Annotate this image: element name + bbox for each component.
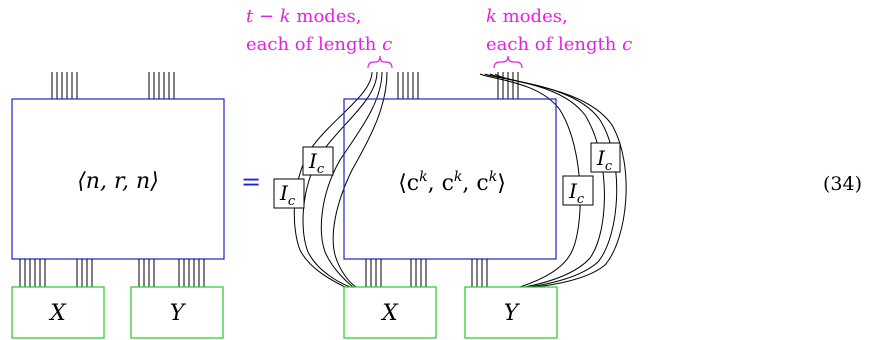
equals-sign: = — [241, 168, 261, 196]
right-tensor-label: ⟨ck, ck, ck⟩ — [398, 169, 506, 196]
right-top-wires — [397, 72, 519, 99]
right-y-label: Y — [504, 301, 521, 326]
left-annotation-line1: t − k modes, — [246, 6, 361, 27]
left-x-box — [11, 286, 105, 339]
right-annotation-line2: each of length c — [486, 34, 632, 55]
identity-label-left-lower: Ic — [279, 181, 296, 209]
identity-box-left-upper — [302, 146, 334, 176]
left-x-label: X — [48, 301, 67, 326]
equation-number: (34) — [823, 173, 862, 195]
left-y-box — [130, 286, 224, 339]
left-loop-wires — [293, 71, 388, 288]
left-tensor-box — [11, 98, 225, 260]
right-loop-wires — [479, 73, 627, 288]
left-y-label: Y — [170, 301, 187, 326]
left-diagram: ⟨n, r, n⟩ X Y — [11, 72, 225, 339]
identity-label-right-upper: Ic — [596, 146, 613, 174]
identity-box-right-lower — [562, 175, 594, 206]
right-bottom-wires — [365, 259, 488, 287]
right-x-label: X — [380, 301, 399, 326]
right-tensor-box — [343, 98, 557, 260]
identity-label-right-lower: Ic — [568, 179, 585, 207]
right-diagram: Ic Ic Ic Ic ⟨ck, ck, ck — [246, 6, 632, 339]
left-bottom-wires — [19, 259, 205, 287]
left-annotation-line2: each of length c — [246, 34, 392, 55]
left-mode-brace — [367, 55, 393, 69]
right-annotation-line1: k modes, — [486, 6, 568, 27]
right-y-box — [464, 286, 558, 339]
left-top-wires — [51, 72, 175, 99]
identity-box-right-upper — [590, 142, 621, 173]
identity-label-left-upper: Ic — [308, 149, 325, 177]
right-x-box — [343, 286, 437, 339]
identity-box-left-lower — [273, 178, 305, 209]
left-tensor-label: ⟨n, r, n⟩ — [77, 169, 159, 194]
right-mode-brace — [493, 55, 523, 69]
